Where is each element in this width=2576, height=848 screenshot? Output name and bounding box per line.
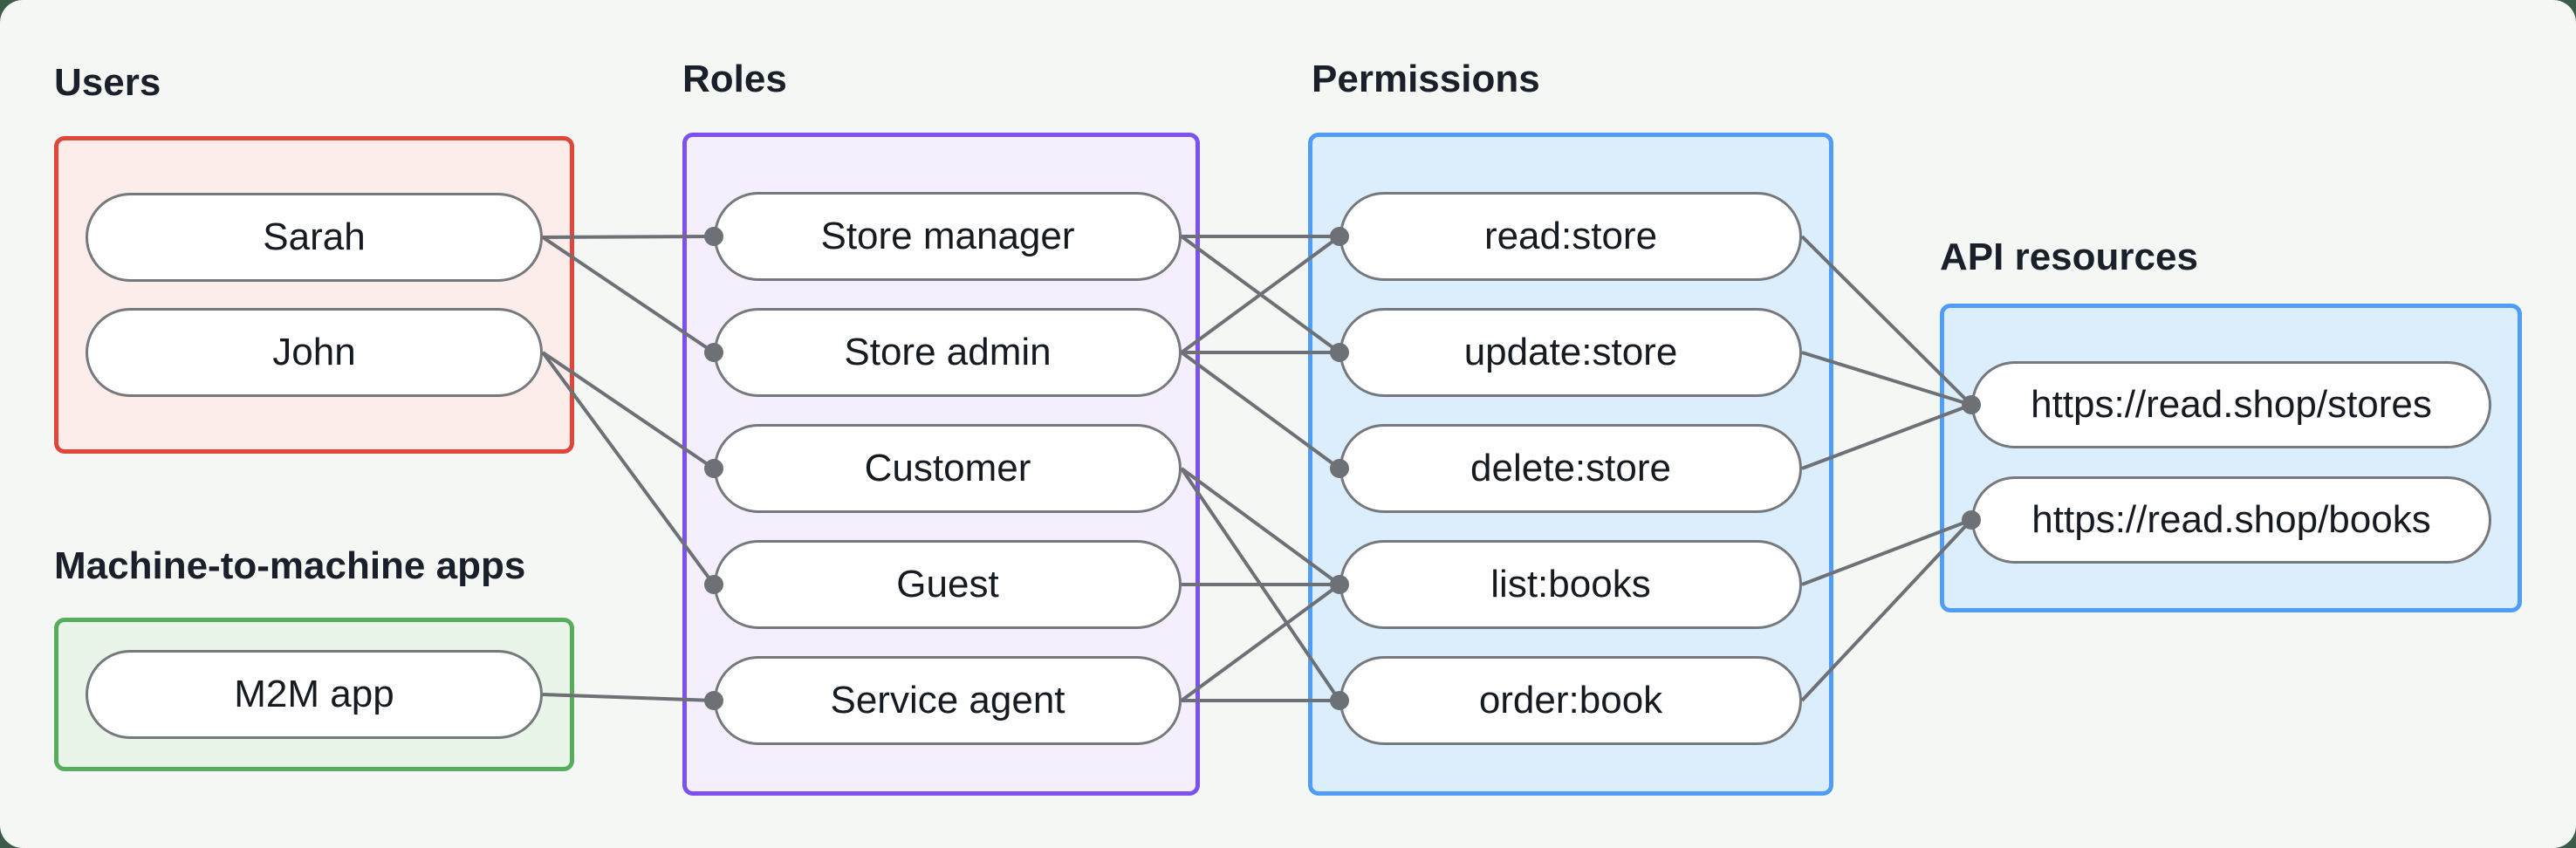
node-customer: Customer: [714, 424, 1182, 513]
group-api: [1940, 304, 2522, 612]
node-john: John: [86, 308, 543, 397]
node-m2m-app: M2M app: [86, 650, 543, 739]
node-sarah: Sarah: [86, 193, 543, 282]
node-read-store: read:store: [1339, 192, 1802, 281]
group-users: [54, 136, 574, 454]
node-store-admin: Store admin: [714, 308, 1182, 397]
node-stores-api: https://read.shop/stores: [1971, 361, 2491, 448]
group-title-api: API resources: [1940, 236, 2198, 278]
group-title-users: Users: [54, 61, 161, 104]
node-update-store: update:store: [1339, 308, 1802, 397]
group-title-m2m: Machine-to-machine apps: [54, 544, 526, 587]
group-title-roles: Roles: [682, 58, 787, 100]
node-service-agent: Service agent: [714, 656, 1182, 745]
node-books-api: https://read.shop/books: [1971, 476, 2491, 564]
node-delete-store: delete:store: [1339, 424, 1802, 513]
node-list-books: list:books: [1339, 540, 1802, 629]
node-store-manager: Store manager: [714, 192, 1182, 281]
node-order-book: order:book: [1339, 656, 1802, 745]
node-guest: Guest: [714, 540, 1182, 629]
group-title-permissions: Permissions: [1312, 58, 1540, 100]
